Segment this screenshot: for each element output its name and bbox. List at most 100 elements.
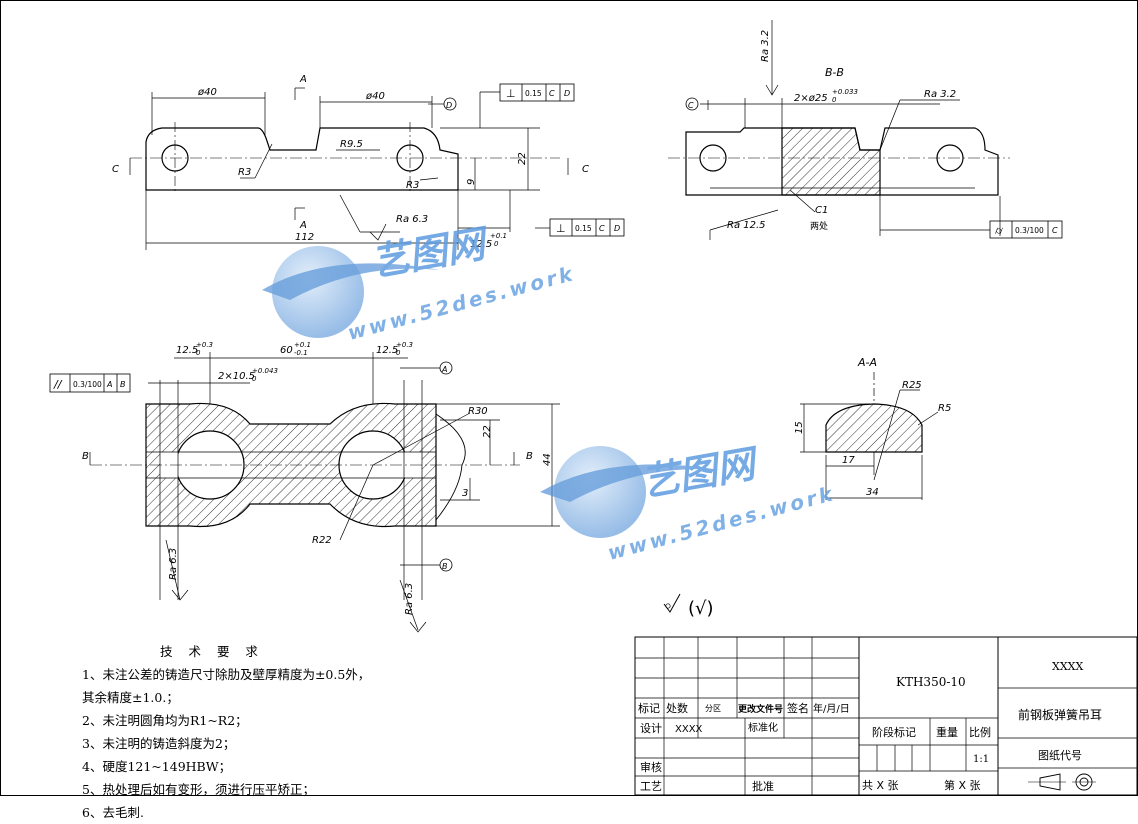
top-tol-up: +0.1 <box>490 232 507 240</box>
tb-stage: 阶段标记 <box>872 725 916 739</box>
watermark-2-brand: 艺图网 <box>638 441 763 505</box>
tb-total: 共 X 张 <box>862 779 899 792</box>
tb-mark: 标记 <box>638 701 660 715</box>
top-dim-d40-left: ø40 <box>197 87 217 98</box>
top-fcf-lower <box>549 218 625 237</box>
front-dim-holes: 2×10.5 <box>218 371 255 382</box>
technical-requirements: 技 术 要 求 1、未注公差的铸造尺寸除肋及壁厚精度为±0.5外， 其余精度±1… <box>82 640 522 824</box>
top-dim-len112: 112 <box>295 232 314 243</box>
top-dim-h9: 9 <box>466 179 477 185</box>
front-dim-holes-lo: 0 <box>252 375 257 383</box>
aa-w17: 17 <box>842 455 855 466</box>
top-section-a-bottom: A <box>299 220 307 231</box>
tb-approve: 批准 <box>752 779 774 793</box>
tb-company: XXXX <box>1052 660 1083 673</box>
tb-standard: 标准化 <box>748 721 778 734</box>
tech-item-2: 2、未注明圆角均为R1~R2； <box>82 713 248 728</box>
bb-fcf-symbol: ⌭ <box>995 224 1003 237</box>
tech-title: 技 术 要 求 <box>160 644 264 659</box>
top-section-c-right: C <box>582 164 589 175</box>
front-fcf <box>49 373 131 393</box>
watermark-1-brand: 艺图网 <box>368 221 493 285</box>
top-ra63: Ra 6.3 <box>396 214 428 225</box>
top-fcf-upper-symbol: ⊥ <box>506 87 516 100</box>
tech-item-5: 5、热处理后如有变形，须进行压平矫正； <box>82 782 315 797</box>
top-view <box>129 87 569 250</box>
top-fcf-upper-ref2: D <box>564 89 570 98</box>
aa-r5: R5 <box>938 403 951 414</box>
tech-item-1: 1、未注公差的铸造尺寸除肋及壁厚精度为±0.5外， <box>82 667 371 682</box>
aa-w34: 34 <box>866 487 879 498</box>
tb-review: 审核 <box>640 760 662 774</box>
tb-sign: 签名 <box>787 701 809 715</box>
tb-process: 工艺 <box>640 780 662 793</box>
tb-code: KTH350-10 <box>896 675 966 689</box>
aa-r25: R25 <box>902 380 922 391</box>
front-tol-lo-left: 0 <box>196 349 201 357</box>
bb-holes-lo: 0 <box>832 96 837 104</box>
bb-ra32-top: Ra 3.2 <box>760 30 771 62</box>
front-tol-up-right: +0.3 <box>396 341 413 349</box>
tech-item-4: 4、硬度121~149HBW； <box>82 759 232 774</box>
bb-fcf-ref: C <box>1052 226 1058 235</box>
top-dim-r3-b: R3 <box>406 180 419 191</box>
top-tol-lo: 0 <box>494 240 499 248</box>
top-fcf-upper-ref1: C <box>549 89 555 98</box>
roughness-general: (√) <box>663 593 714 619</box>
bb-holes: 2×ø25 <box>794 93 828 104</box>
front-dim-60-up: +0.1 <box>294 341 311 349</box>
bb-holes-up: +0.033 <box>832 88 858 96</box>
projection-symbol <box>1028 773 1096 791</box>
front-dim-r30: R30 <box>468 406 488 417</box>
tb-date: 年/月/日 <box>813 702 850 715</box>
top-fcf-lower-ref1: C <box>599 224 605 233</box>
front-ra63-left: Ra 6.3 <box>168 548 179 580</box>
front-ra63-right: Ra 6.3 <box>404 583 415 615</box>
tb-part-name: 前钢板弹簧吊耳 <box>1018 707 1102 722</box>
aa-section-view <box>800 372 939 500</box>
svg-text:D: D <box>446 101 452 110</box>
bb-datum-c: C <box>685 97 699 111</box>
front-tol-lo-right: 0 <box>396 349 401 357</box>
bb-fcf <box>989 220 1063 239</box>
tb-count: 处数 <box>666 702 688 715</box>
top-section-c-left: C <box>112 164 119 175</box>
front-dim-12-5-right: 12.5 <box>376 345 398 356</box>
bb-section-view <box>668 20 1010 240</box>
front-dim-12-5-left: 12.5 <box>176 345 198 356</box>
tb-design-value: XXXX <box>675 724 703 735</box>
bb-ra32-right: Ra 3.2 <box>924 89 956 100</box>
drawing-sheet: ø40 ø40 112 R3 R3 R9.5 9 22 12.5 +0.1 0 … <box>0 0 1138 796</box>
tech-item-3: 3、未注明的铸造斜度为2； <box>82 736 236 751</box>
tb-scale: 比例 <box>969 725 991 739</box>
tb-zone: 分区 <box>705 704 721 713</box>
bb-fcf-tol: 0.3/100 <box>1015 226 1044 235</box>
tech-item-1-cont: 其余精度±1.0.； <box>82 690 179 705</box>
title-block <box>634 636 1138 796</box>
top-section-a-top: A <box>299 74 307 85</box>
svg-text:C: C <box>688 101 694 110</box>
top-dim-r9-5: R9.5 <box>340 139 363 150</box>
top-dim-h22: 22 <box>517 152 528 165</box>
front-dim-r22: R22 <box>312 535 332 546</box>
svg-text:B: B <box>442 562 448 571</box>
front-dim-h44: 44 <box>542 453 553 466</box>
front-fcf-ref1: A <box>106 380 112 389</box>
front-datum-b: B <box>439 558 453 572</box>
roughness-note: (√) <box>688 598 714 619</box>
front-fcf-ref2: B <box>120 380 126 389</box>
tb-weight: 重量 <box>936 725 958 739</box>
top-fcf-lower-symbol: ⊥ <box>556 222 566 235</box>
aa-title: A-A <box>857 356 877 369</box>
top-fcf-lower-ref2: D <box>614 224 620 233</box>
tb-drawing-no: 图纸代号 <box>1038 749 1082 762</box>
top-dim-d40-right: ø40 <box>365 91 385 102</box>
front-fcf-tol: 0.3/100 <box>73 380 102 389</box>
bb-title: B-B <box>825 66 844 79</box>
top-fcf-upper <box>499 83 575 102</box>
tech-item-6: 6、去毛刺. <box>82 805 144 820</box>
front-dim-h22: 22 <box>482 425 493 438</box>
svg-text:A: A <box>441 365 447 374</box>
bb-chamfer-note: 两处 <box>810 220 828 232</box>
front-section-b-right: B <box>526 451 533 462</box>
